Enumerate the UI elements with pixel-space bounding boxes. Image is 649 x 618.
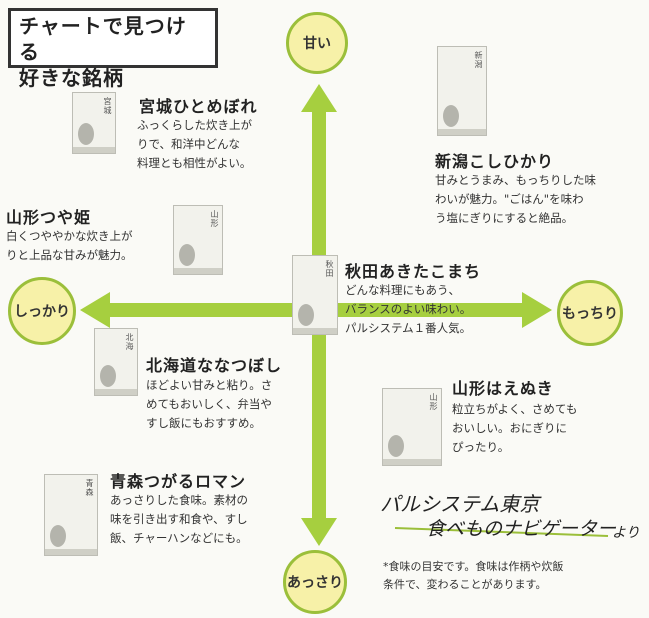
arrow-head-right bbox=[522, 292, 552, 328]
package-niigata: 新潟 bbox=[437, 46, 487, 136]
handwriting-underline bbox=[394, 527, 609, 537]
package-label: 秋田 bbox=[325, 260, 334, 278]
package-label: 山形 bbox=[429, 393, 438, 411]
package-akita: 秋田 bbox=[292, 255, 338, 335]
arrow-head-left bbox=[80, 292, 110, 328]
chart-title: チャートで見つける 好きな銘柄 bbox=[8, 8, 218, 90]
package-image-icon bbox=[388, 435, 404, 457]
footnote: *食味の目安です。食味は作柄や炊飯 条件で、変わることがあります。 bbox=[383, 560, 564, 591]
axis-label-light: あっさり bbox=[283, 550, 347, 614]
brand-name-hokkaido: 北海道ななつぼし bbox=[146, 356, 283, 375]
package-image-icon bbox=[50, 525, 66, 547]
brand-name-akita: 秋田あきたこまち bbox=[345, 262, 482, 281]
package-yamagata-haenuki: 山形 bbox=[382, 388, 442, 466]
arrow-shaft-right bbox=[320, 303, 525, 317]
package-label: 山形 bbox=[210, 210, 219, 228]
brand-desc-akita: どんな料理にもあう、 バランスのよい味わい。 パルシステム１番人気。 bbox=[345, 283, 472, 335]
arrow-head-up bbox=[301, 84, 337, 112]
package-hokkaido: 北海 bbox=[94, 328, 138, 396]
brand-desc-aomori: あっさりした食味。素材の 味を引き出す和食や、すし 飯、チャーハンなどにも。 bbox=[110, 493, 248, 545]
package-image-icon bbox=[298, 304, 314, 326]
arrow-shaft-left bbox=[108, 303, 323, 317]
package-label: 北海 bbox=[125, 333, 134, 351]
brand-name-yamagata-haenuki: 山形はえぬき bbox=[452, 379, 554, 398]
chart-title-line2: 好きな銘柄 bbox=[19, 66, 124, 90]
brand-desc-miyagi: ふっくらした炊き上が りで、和洋中どんな 料理とも相性がよい。 bbox=[137, 118, 252, 170]
brand-desc-yamagata-tsuyahime: 白くつややかな炊き上が りと上品な甘みが魅力。 bbox=[6, 229, 133, 262]
package-miyagi: 宮城 bbox=[72, 92, 116, 154]
axis-label-sweet: 甘い bbox=[286, 12, 348, 74]
brand-desc-niigata: 甘みとうまみ、もっちりした味 わいが魅力。"ごはん"を味わ う塩にぎりにすると絶… bbox=[435, 173, 596, 225]
package-image-icon bbox=[100, 365, 116, 387]
handwritten-credit-line2: 食べものナビゲーター bbox=[426, 518, 617, 540]
axis-label-firm: しっかり bbox=[8, 277, 76, 345]
package-label: 新潟 bbox=[474, 51, 483, 69]
package-label: 宮城 bbox=[103, 97, 112, 115]
package-image-icon bbox=[179, 244, 195, 266]
axis-label-chewy: もっちり bbox=[557, 280, 623, 346]
package-image-icon bbox=[78, 123, 94, 145]
package-image-icon bbox=[443, 105, 459, 127]
handwritten-credit-suffix: より bbox=[612, 525, 640, 541]
package-yamagata-tsuyahime: 山形 bbox=[173, 205, 223, 275]
brand-desc-hokkaido: ほどよい甘みと粘り。さ めてもおいしく、弁当や すし飯にもおすすめ。 bbox=[146, 378, 273, 430]
brand-name-yamagata-tsuyahime: 山形つや姫 bbox=[6, 208, 92, 227]
package-label: 青森 bbox=[85, 479, 94, 497]
chart-title-line1: チャートで見つける bbox=[19, 14, 187, 64]
brand-name-niigata: 新潟こしひかり bbox=[435, 152, 555, 171]
arrow-head-down bbox=[301, 518, 337, 546]
package-aomori: 青森 bbox=[44, 474, 98, 556]
brand-desc-yamagata-haenuki: 粒立ちがよく、さめても おいしい。おにぎりに ぴったり。 bbox=[452, 402, 578, 454]
handwritten-credit-line1: パルシステム東京 bbox=[380, 492, 540, 516]
brand-name-miyagi: 宮城ひとめぼれ bbox=[139, 97, 258, 116]
brand-name-aomori: 青森つがるロマン bbox=[110, 472, 247, 491]
arrow-shaft-down bbox=[312, 305, 326, 520]
